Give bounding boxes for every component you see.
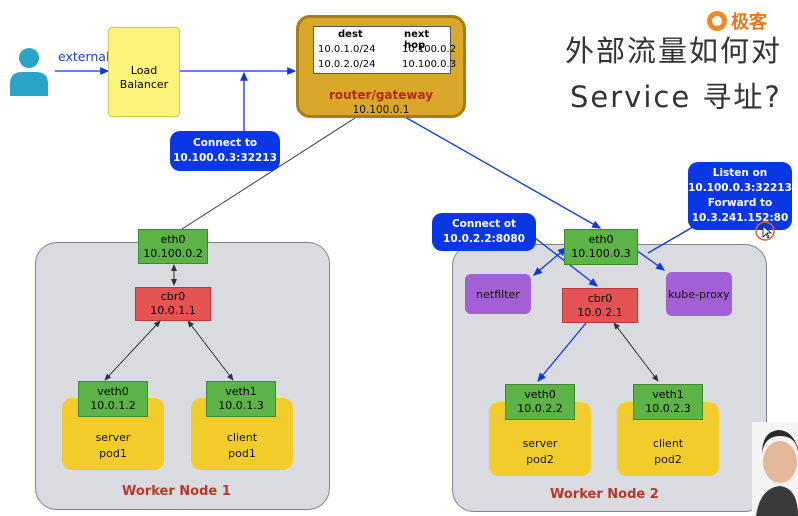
node2-eth0-name: eth0	[588, 233, 614, 246]
node1-cbr0-name: cbr0	[160, 290, 186, 303]
routing-header-nexthop: next hop	[404, 29, 430, 51]
node2-cbr0-ip: 10.0.2.1	[577, 305, 623, 319]
callout-connect-node2: Connect ot 10.0.2.2:8080	[432, 213, 536, 251]
arrow-eth0-kubeproxy	[635, 249, 666, 271]
line-router-node1	[181, 117, 356, 230]
routing-table: dest next hop 10.0.1.0/24 10.100.0.2 10.…	[313, 26, 456, 74]
node2-veth0-ip: 10.0.2.2	[517, 402, 563, 415]
node1-veth0: veth0 10.0.1.2	[78, 381, 148, 417]
line-cbr0-veth1-node1	[187, 320, 234, 381]
arrow-eth0-netfilter	[533, 247, 567, 276]
node2-eth0: eth0 10.100.0.3	[564, 229, 638, 265]
node2-kube-proxy: kube-proxy	[666, 272, 732, 316]
arrow-cbr0-veth0-node2	[537, 322, 587, 383]
routing-row-2-nexthop: 10.100.0.3	[402, 59, 457, 70]
router-gateway: dest next hop 10.0.1.0/24 10.100.0.2 10.…	[296, 15, 466, 118]
node1-pod-client-line1: client	[226, 431, 258, 444]
node1-eth0: eth0 10.100.0.2	[138, 229, 208, 264]
routing-row-2-dest: 10.0.2.0/24	[318, 59, 376, 70]
router-ip: 10.100.0.1	[352, 104, 410, 116]
node1-eth0-name: eth0	[160, 232, 186, 246]
mouse-cursor-icon	[755, 221, 775, 241]
node2-cbr0-name: cbr0	[587, 291, 613, 305]
callout-listen: Listen on 10.100.0.3:32213 Forward to 10…	[688, 162, 792, 230]
node1-eth0-ip: 10.100.0.2	[143, 246, 203, 260]
callout-connect-node2-line1: Connect ot	[451, 218, 517, 230]
callout-connect-router-line1: Connect to	[192, 137, 258, 149]
slide-title-line1: 外部流量如何对	[565, 34, 783, 68]
callout-connect-router-line2: 10.100.0.3:32213	[173, 152, 277, 164]
node2-cbr0: cbr0 10.0.2.1	[562, 288, 638, 323]
node2-veth1-ip: 10.0.2.3	[645, 402, 691, 415]
node1-veth1: veth1 10.0.1.3	[206, 381, 276, 417]
callout-listen-line4: 10.3.241.152:80	[691, 212, 789, 224]
node1-veth0-name: veth0	[97, 385, 129, 398]
node2-pod-server-line2: pod2	[526, 453, 554, 466]
line-cbr0-veth1-node2	[613, 322, 659, 382]
callout-connect-router: Connect to 10.100.0.3:32213	[170, 131, 280, 171]
node1-cbr0-ip: 10.0.1.1	[150, 304, 196, 317]
node2-veth0: veth0 10.0.2.2	[505, 384, 575, 420]
node2-veth1-name: veth1	[652, 388, 684, 401]
node1-pod-server-line1: server	[95, 431, 131, 444]
routing-row-1-dest: 10.0.1.0/24	[318, 44, 376, 55]
node1-cbr0: cbr0 10.0.1.1	[135, 287, 211, 321]
user-icon	[10, 48, 48, 96]
node2-eth0-ip: 10.100.0.3	[571, 247, 631, 260]
node2-pod-client-line1: client	[652, 437, 684, 450]
node1-pod-client-line2: pod1	[228, 447, 256, 460]
load-balancer-line2: Balancer	[119, 78, 169, 91]
node1-pod-server-line2: pod1	[99, 447, 127, 460]
routing-header-dest: dest	[338, 29, 363, 40]
node1-veth1-name: veth1	[225, 385, 257, 398]
line-cbr0-veth0-node1	[104, 320, 161, 381]
node1-label: Worker Node 1	[122, 484, 231, 499]
callout-listen-line1: Listen on	[712, 167, 768, 179]
callout-connect-node2-line2: 10.0.2.2:8080	[443, 233, 525, 245]
callout-listen-line3: Forward to	[707, 197, 773, 209]
node1-veth1-ip: 10.0.1.3	[218, 399, 264, 412]
logo: 极客	[706, 8, 767, 34]
node1-veth0-ip: 10.0.1.2	[90, 399, 136, 412]
presenter-avatar	[752, 422, 798, 516]
external-ip-label: externalIP	[58, 49, 121, 64]
callout-listen-line2: 10.100.0.3:32213	[688, 182, 792, 194]
routing-row-1-nexthop: 10.100.0.2	[402, 44, 457, 55]
arrow-router-node2	[404, 116, 602, 229]
node2-veth0-name: veth0	[524, 388, 556, 401]
router-name: router/gateway	[328, 88, 434, 102]
node2-veth1: veth1 10.0.2.3	[633, 384, 703, 420]
slide-title-line2: Service 寻址?	[570, 80, 782, 114]
node2-label: Worker Node 2	[550, 487, 659, 502]
node2-pod-server-line1: server	[522, 437, 558, 450]
load-balancer: Load Balancer	[108, 27, 180, 117]
logo-icon	[707, 11, 727, 31]
load-balancer-line1: Load	[130, 64, 158, 77]
logo-text: 极客	[731, 12, 767, 33]
node2-netfilter: netfilter	[465, 274, 531, 314]
node2-pod-client-line2: pod2	[654, 453, 682, 466]
